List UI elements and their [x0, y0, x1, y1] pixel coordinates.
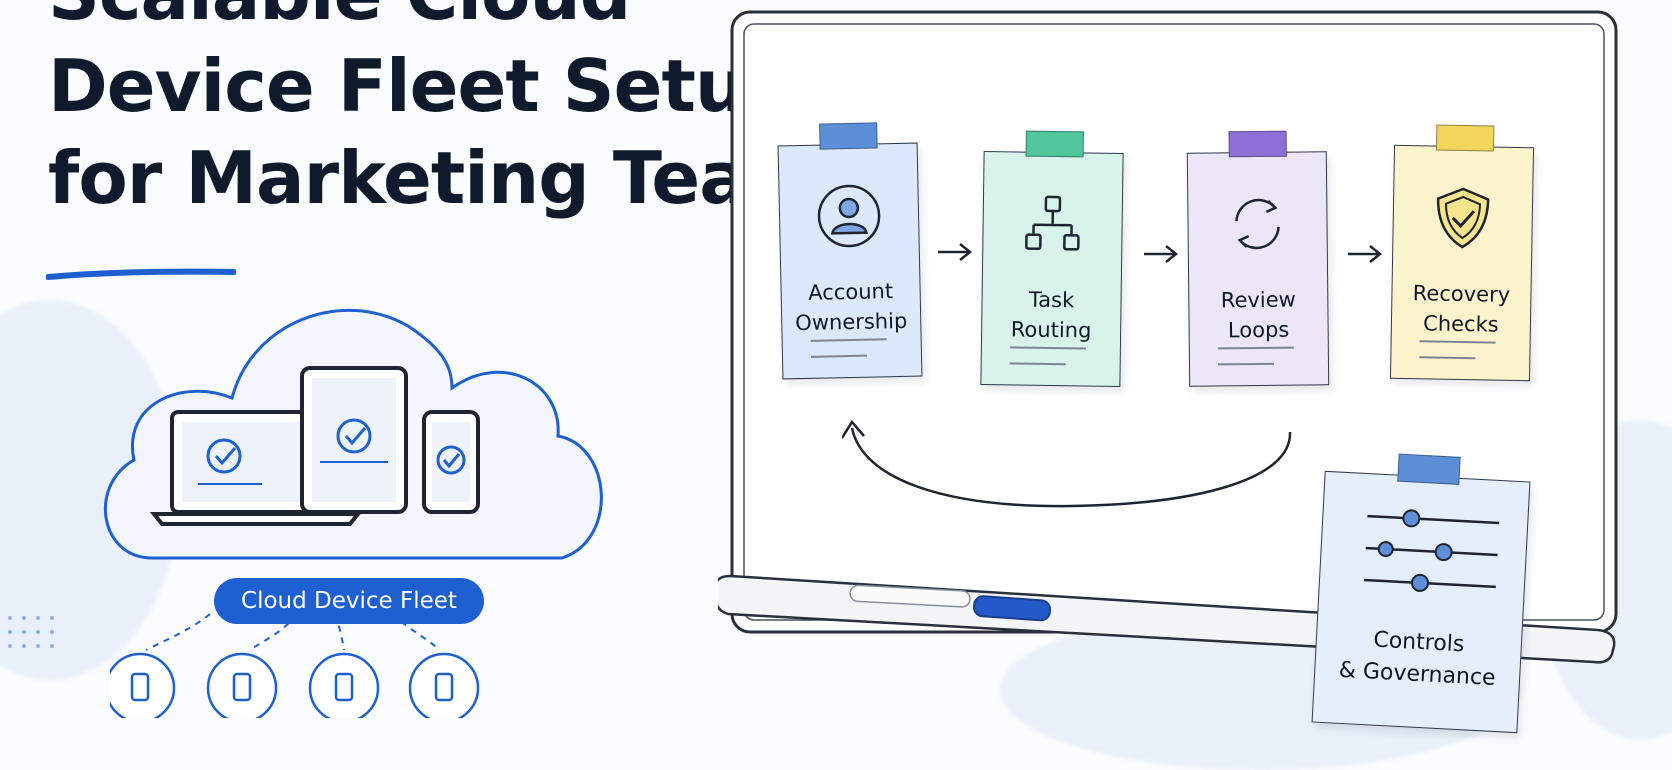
sliders-icon — [1364, 509, 1500, 592]
note-line — [1419, 356, 1476, 360]
dot-grid-decoration — [8, 616, 54, 648]
device-node-icon — [206, 652, 278, 718]
device-node-icon — [408, 652, 480, 718]
note-line — [1217, 346, 1294, 350]
arrow-right-icon — [938, 243, 973, 261]
flow-icon — [1025, 195, 1080, 251]
arrow-right-icon — [1348, 245, 1383, 263]
cloud-illustration — [103, 309, 603, 560]
device-node-icon — [110, 652, 176, 718]
note-line — [1217, 362, 1275, 366]
note-line — [1009, 362, 1066, 366]
controls-governance-note: Controls& Governance — [1311, 453, 1531, 734]
note-line — [1009, 346, 1086, 350]
title-line-1: Scalable Cloud — [48, 0, 708, 40]
title-underline — [46, 268, 236, 280]
marker-icon — [849, 584, 1051, 622]
arrow-right-icon — [1144, 245, 1179, 263]
cloud-device-fleet-badge: Cloud Device Fleet — [214, 578, 484, 624]
tape — [819, 122, 878, 150]
cloud-device-fleet-label: Cloud Device Fleet — [241, 588, 457, 614]
note-line — [810, 338, 887, 342]
tape — [1025, 130, 1084, 158]
cycle-icon — [1235, 198, 1280, 250]
tape — [1435, 124, 1495, 152]
shield-check-icon — [1436, 187, 1490, 249]
page-title: Scalable Cloud Device Fleet Setup for Ma… — [48, 0, 864, 224]
phone-icon — [422, 410, 480, 514]
note-line — [1419, 340, 1496, 344]
title-line-3: for Marketing Teams — [48, 136, 864, 220]
user-icon — [817, 184, 881, 248]
tape — [1397, 453, 1461, 485]
tablet-icon — [300, 366, 408, 514]
fleet-connections — [110, 613, 480, 718]
governance-label: Controls& Governance — [1338, 627, 1497, 691]
note-line — [810, 354, 868, 358]
device-node-icon — [308, 652, 380, 718]
tape — [1228, 130, 1287, 158]
title-line-2: Device Fleet Setup — [48, 44, 797, 128]
feedback-loop-arrow — [842, 419, 1292, 508]
